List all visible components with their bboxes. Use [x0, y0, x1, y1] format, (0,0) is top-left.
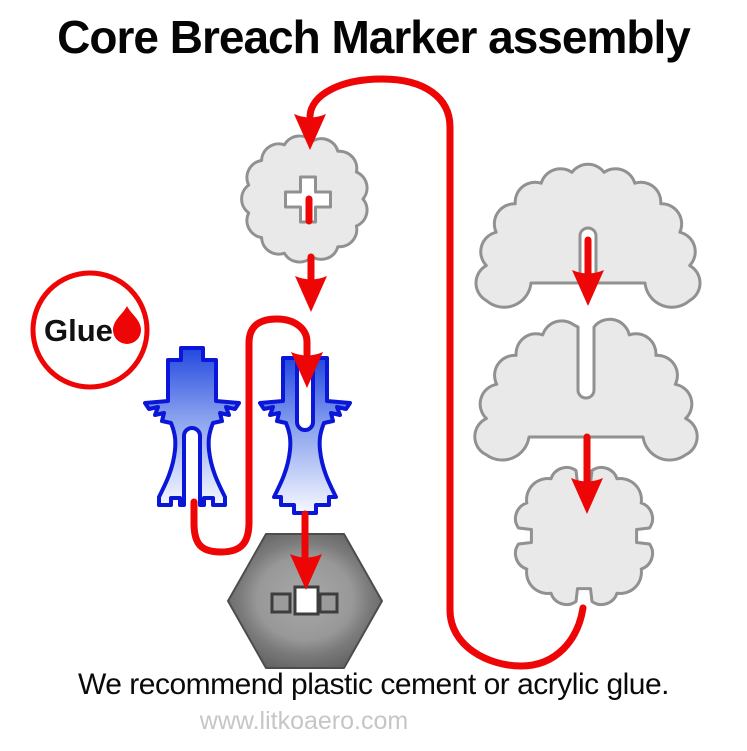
- assembly-flow: [190, 75, 604, 670]
- arrow-into-cap-cloud: [294, 114, 326, 150]
- hex-base-piece: [227, 533, 383, 669]
- assembled-cloud-piece: [513, 465, 655, 607]
- hex-center-slot: [293, 585, 320, 616]
- page-title: Core Breach Marker assembly: [57, 11, 691, 63]
- arrow-into-assembled-cloud: [571, 478, 603, 514]
- glue-legend-circle: [30, 270, 150, 390]
- glue-legend: Glue: [30, 270, 150, 390]
- arrow-into-hex-slot: [290, 554, 322, 590]
- watermark-text: www.litkoaero.com: [199, 707, 409, 735]
- glue-recommendation-text: We recommend plastic cement or acrylic g…: [77, 668, 670, 701]
- arrow-below-cap: [295, 276, 327, 312]
- column-piece-left: [143, 346, 241, 507]
- arrow-into-right-column-slot: [291, 352, 323, 388]
- arrow-dome-to-dome: [572, 270, 604, 306]
- glue-label: Glue: [44, 313, 113, 348]
- column-piece-right: [258, 356, 352, 515]
- hex-left-slot: [270, 592, 292, 614]
- flow-line-left-column-to-right-column: [190, 315, 311, 556]
- hex-right-slot: [318, 592, 339, 614]
- dome-piece-top: [474, 162, 702, 309]
- dome-piece-middle: [473, 317, 699, 462]
- glue-droplet-icon: [113, 306, 141, 344]
- flow-line-right-to-cap: [306, 75, 587, 670]
